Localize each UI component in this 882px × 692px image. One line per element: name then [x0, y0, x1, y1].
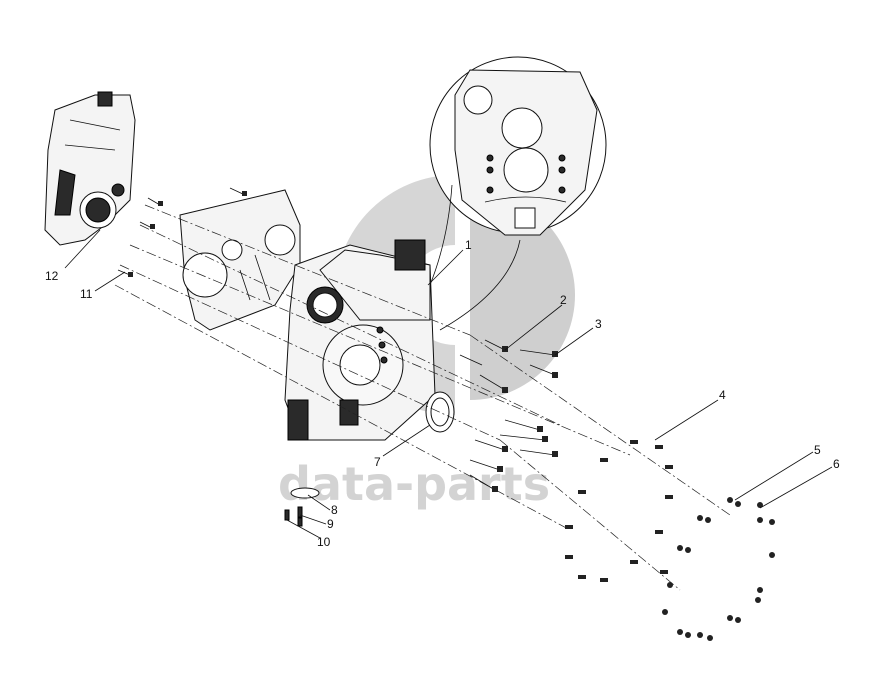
callout-3: 3	[595, 317, 602, 331]
leader-lines	[64, 229, 833, 539]
assembly-lines	[114, 204, 731, 591]
detail-inset	[429, 56, 607, 331]
small-bracket-part	[284, 487, 320, 527]
callout-1: 1	[465, 238, 472, 252]
flywheel-housing-part	[284, 239, 436, 441]
callout-4: 4	[719, 388, 726, 402]
callout-10: 10	[317, 535, 331, 549]
seal-ring-part	[425, 391, 455, 433]
callout-8: 8	[331, 503, 338, 517]
callout-labels: 1 2 3 4 5 6 7 8 9 10 11 12	[45, 238, 840, 549]
callout-5: 5	[814, 443, 821, 457]
callout-7: 7	[374, 455, 381, 469]
bolt-group	[117, 187, 558, 492]
callout-2: 2	[560, 293, 567, 307]
callout-6: 6	[833, 457, 840, 471]
callout-11: 11	[80, 287, 93, 301]
front-cover-part	[44, 91, 136, 246]
watermark-text: data-parts	[278, 457, 550, 511]
callout-9: 9	[327, 517, 334, 531]
callout-12: 12	[45, 269, 59, 283]
fastener-group	[565, 440, 775, 641]
adapter-plate-part	[179, 189, 301, 331]
